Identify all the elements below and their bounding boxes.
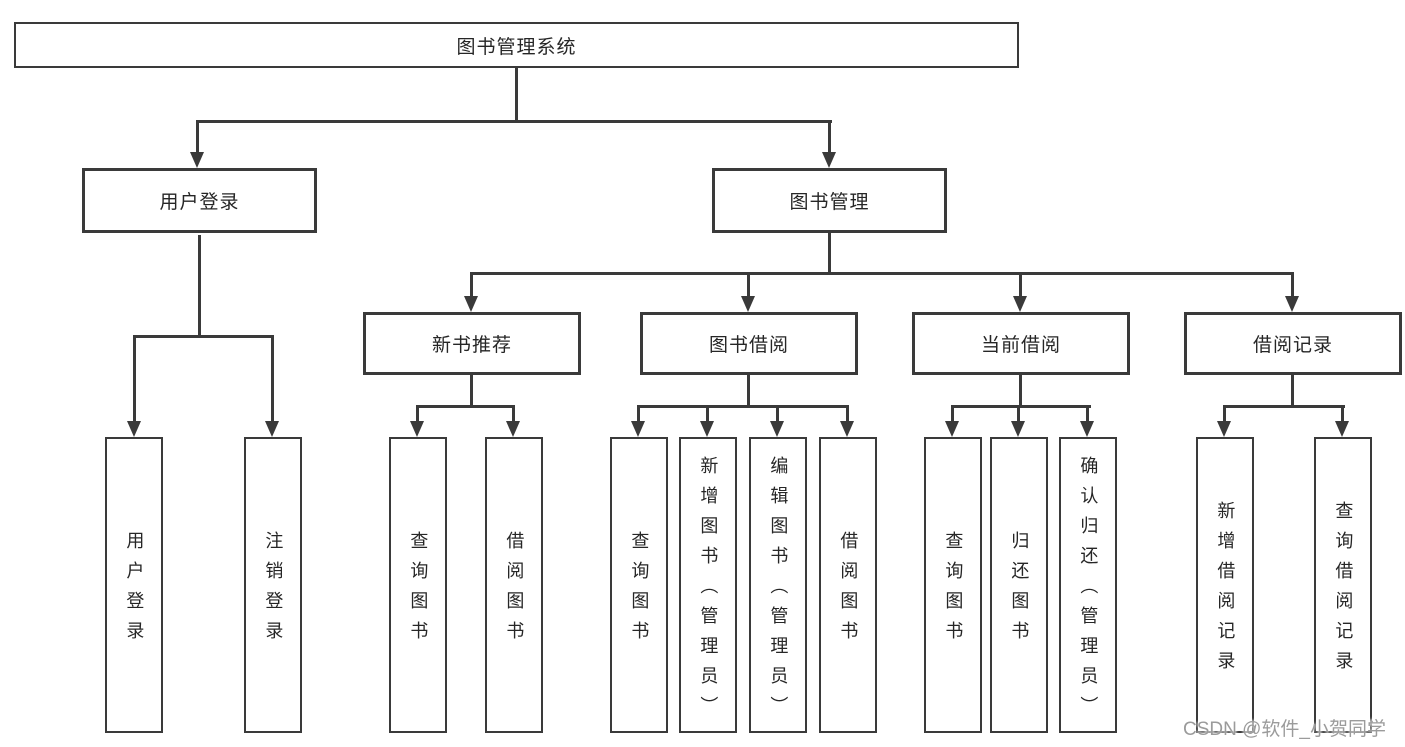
connector-line (846, 405, 849, 421)
connector-line (133, 335, 136, 421)
arrowhead-down-icon (410, 421, 424, 437)
arrowhead-down-icon (1011, 421, 1025, 437)
node-label: 新书推荐 (431, 335, 512, 356)
connector-line (198, 235, 201, 335)
connector-line (637, 405, 640, 421)
node-logout-leaf: 注销登录 (244, 437, 302, 733)
node-borrow-books-recommend: 借阅图书 (485, 437, 543, 733)
arrowhead-down-icon (1285, 296, 1299, 312)
connector-line (1223, 405, 1345, 408)
connector-line (512, 405, 515, 421)
connector-line (470, 272, 473, 296)
node-label: 借阅图书 (504, 531, 525, 651)
arrowhead-down-icon (127, 421, 141, 437)
node-label: 编辑图书（管理员） (768, 456, 789, 726)
connector-line (1017, 405, 1020, 421)
arrowhead-down-icon (700, 421, 714, 437)
node-add-borrow-record: 新增借阅记录 (1196, 437, 1254, 733)
node-user-login-leaf: 用户登录 (105, 437, 163, 733)
connector-line (416, 405, 419, 421)
connector-line (515, 68, 518, 120)
node-label: 查询借阅记录 (1333, 501, 1354, 681)
node-label: 用户登录 (159, 192, 240, 213)
node-confirm-return-admin: 确认归还（管理员） (1059, 437, 1117, 733)
arrowhead-down-icon (840, 421, 854, 437)
arrowhead-down-icon (1217, 421, 1231, 437)
arrowhead-down-icon (265, 421, 279, 437)
connector-line (271, 335, 274, 421)
node-query-books-current: 查询图书 (924, 437, 982, 733)
arrowhead-down-icon (506, 421, 520, 437)
arrowhead-down-icon (741, 296, 755, 312)
node-user-login: 用户登录 (82, 168, 317, 233)
node-query-borrow-record: 查询借阅记录 (1314, 437, 1372, 733)
node-label: 用户登录 (124, 531, 145, 651)
arrowhead-down-icon (945, 421, 959, 437)
node-query-books-recommend: 查询图书 (389, 437, 447, 733)
connector-line (470, 375, 473, 405)
node-library-management-system: 图书管理系统 (14, 22, 1019, 68)
node-label: 确认归还（管理员） (1078, 456, 1099, 726)
connector-line (828, 233, 831, 272)
connector-line (1341, 405, 1344, 421)
connector-line (196, 120, 832, 123)
node-return-book: 归还图书 (990, 437, 1048, 733)
arrowhead-down-icon (1013, 296, 1027, 312)
arrowhead-down-icon (1335, 421, 1349, 437)
arrowhead-down-icon (770, 421, 784, 437)
node-book-management: 图书管理 (712, 168, 947, 233)
node-borrow-books-borrowing: 借阅图书 (819, 437, 877, 733)
node-borrowing-records: 借阅记录 (1184, 312, 1402, 375)
connector-line (1086, 405, 1089, 421)
node-label: 注销登录 (263, 531, 284, 651)
connector-line (1291, 375, 1294, 405)
node-current-borrowing: 当前借阅 (912, 312, 1130, 375)
csdn-watermark: CSDN @软件_小贺同学 (1183, 719, 1386, 740)
node-add-book-admin: 新增图书（管理员） (679, 437, 737, 733)
connector-line (1019, 272, 1022, 296)
arrowhead-down-icon (822, 152, 836, 168)
connector-line (747, 272, 750, 296)
node-label: 新增图书（管理员） (698, 456, 719, 726)
node-edit-book-admin: 编辑图书（管理员） (749, 437, 807, 733)
arrowhead-down-icon (631, 421, 645, 437)
connector-line (706, 405, 709, 421)
connector-line (828, 120, 831, 154)
connector-line (1019, 375, 1022, 405)
node-label: 当前借阅 (980, 335, 1061, 356)
node-label: 查询图书 (629, 531, 650, 651)
connector-line (637, 405, 849, 408)
node-query-books-borrowing: 查询图书 (610, 437, 668, 733)
node-label: 借阅图书 (838, 531, 859, 651)
node-label: 查询图书 (943, 531, 964, 651)
node-label: 归还图书 (1009, 531, 1030, 651)
connector-line (776, 405, 779, 421)
connector-line (951, 405, 954, 421)
node-label: 图书借阅 (708, 335, 789, 356)
connector-line (470, 272, 1294, 275)
connector-line (1223, 405, 1226, 421)
node-label: 查询图书 (408, 531, 429, 651)
node-label: 借阅记录 (1252, 335, 1333, 356)
arrowhead-down-icon (1080, 421, 1094, 437)
connector-line (196, 120, 199, 154)
arrowhead-down-icon (464, 296, 478, 312)
connector-line (416, 405, 515, 408)
connector-line (133, 335, 274, 338)
connector-line (1291, 272, 1294, 296)
node-label: 图书管理 (789, 192, 870, 213)
arrowhead-down-icon (190, 152, 204, 168)
node-label: 图书管理系统 (456, 36, 577, 58)
node-new-book-recommend: 新书推荐 (363, 312, 581, 375)
connector-line (747, 375, 750, 405)
connector-line (951, 405, 1091, 408)
node-book-borrowing: 图书借阅 (640, 312, 858, 375)
node-label: 新增借阅记录 (1215, 501, 1236, 681)
